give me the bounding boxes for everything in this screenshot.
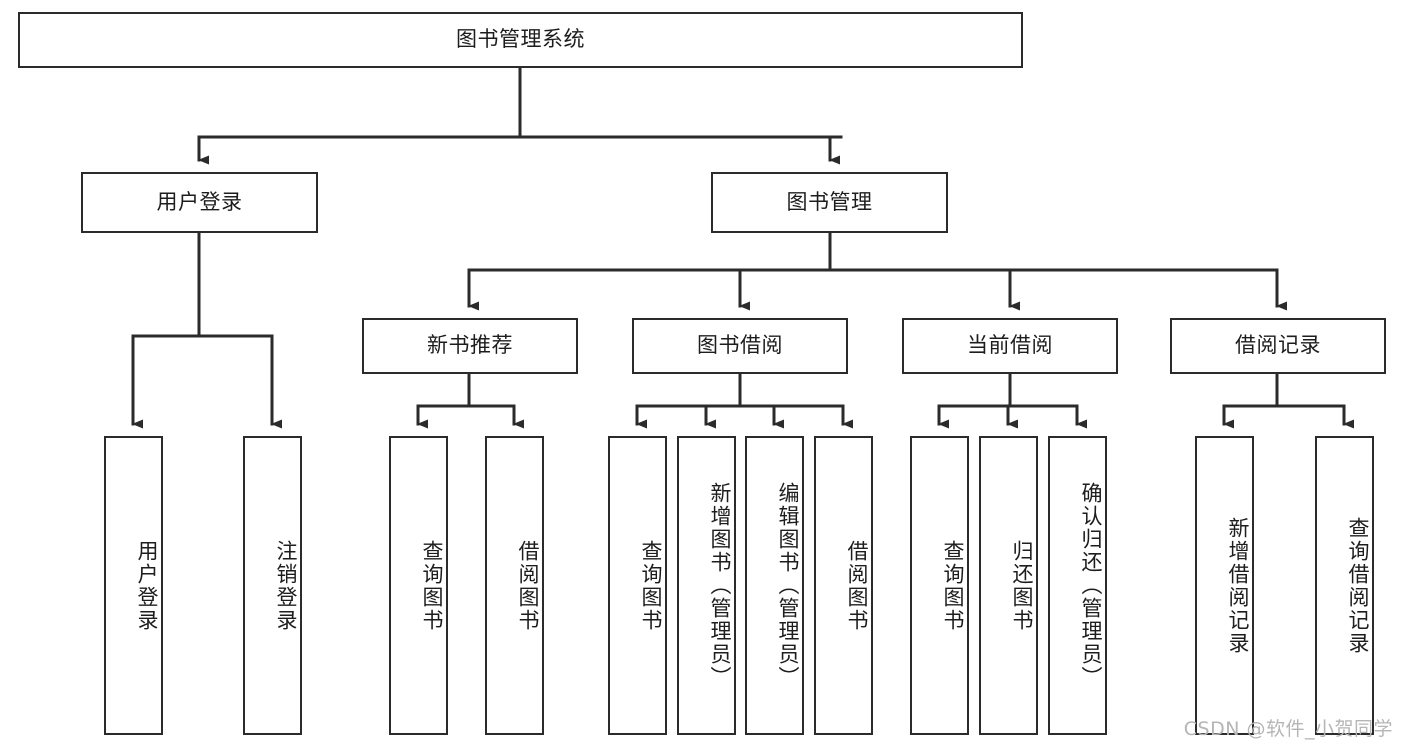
node-leaf-query-book-1-label: 查询图书	[420, 539, 444, 632]
node-root[interactable]: 图书管理系统	[18, 12, 1023, 68]
node-borrow-record-label: 借阅记录	[1235, 333, 1321, 358]
node-leaf-add-book[interactable]: 新增图书（管理员）	[677, 436, 736, 735]
node-leaf-confirm-return[interactable]: 确认归还（管理员）	[1048, 436, 1107, 735]
node-leaf-add-record[interactable]: 新增借阅记录	[1195, 436, 1254, 735]
node-leaf-return-book-label: 归还图书	[1010, 539, 1034, 632]
node-leaf-confirm-return-label: 确认归还（管理员）	[1079, 482, 1103, 689]
node-leaf-logout-login[interactable]: 注销登录	[243, 436, 302, 735]
node-book-borrow-label: 图书借阅	[697, 333, 783, 358]
node-leaf-edit-book-label: 编辑图书（管理员）	[776, 482, 800, 689]
node-leaf-add-book-label: 新增图书（管理员）	[708, 482, 732, 689]
node-leaf-user-login-label: 用户登录	[135, 539, 159, 632]
node-leaf-query-book-2-label: 查询图书	[639, 539, 663, 632]
node-current-borrow[interactable]: 当前借阅	[902, 318, 1118, 374]
node-leaf-borrow-book-2-label: 借阅图书	[845, 539, 869, 632]
node-user-login[interactable]: 用户登录	[81, 172, 318, 233]
node-leaf-user-login[interactable]: 用户登录	[104, 436, 163, 735]
node-new-book-recommend[interactable]: 新书推荐	[362, 318, 578, 374]
node-leaf-query-book-3-label: 查询图书	[941, 539, 965, 632]
node-leaf-query-book-1[interactable]: 查询图书	[389, 436, 448, 735]
node-leaf-edit-book[interactable]: 编辑图书（管理员）	[745, 436, 804, 735]
node-book-management[interactable]: 图书管理	[711, 172, 948, 233]
node-book-management-label: 图书管理	[786, 189, 873, 214]
node-leaf-add-record-label: 新增借阅记录	[1226, 516, 1250, 655]
node-current-borrow-label: 当前借阅	[967, 333, 1053, 358]
node-leaf-query-book-3[interactable]: 查询图书	[910, 436, 969, 735]
node-leaf-logout-login-label: 注销登录	[274, 539, 298, 632]
node-borrow-record[interactable]: 借阅记录	[1170, 318, 1386, 374]
node-leaf-borrow-book-1-label: 借阅图书	[516, 539, 540, 632]
node-leaf-query-book-2[interactable]: 查询图书	[608, 436, 667, 735]
node-root-label: 图书管理系统	[456, 27, 585, 52]
node-leaf-query-record[interactable]: 查询借阅记录	[1315, 436, 1374, 735]
node-leaf-query-record-label: 查询借阅记录	[1346, 516, 1370, 655]
node-user-login-label: 用户登录	[156, 189, 243, 214]
node-new-book-recommend-label: 新书推荐	[427, 333, 513, 358]
node-leaf-borrow-book-1[interactable]: 借阅图书	[485, 436, 544, 735]
node-leaf-return-book[interactable]: 归还图书	[979, 436, 1038, 735]
node-book-borrow[interactable]: 图书借阅	[632, 318, 848, 374]
node-leaf-borrow-book-2[interactable]: 借阅图书	[814, 436, 873, 735]
